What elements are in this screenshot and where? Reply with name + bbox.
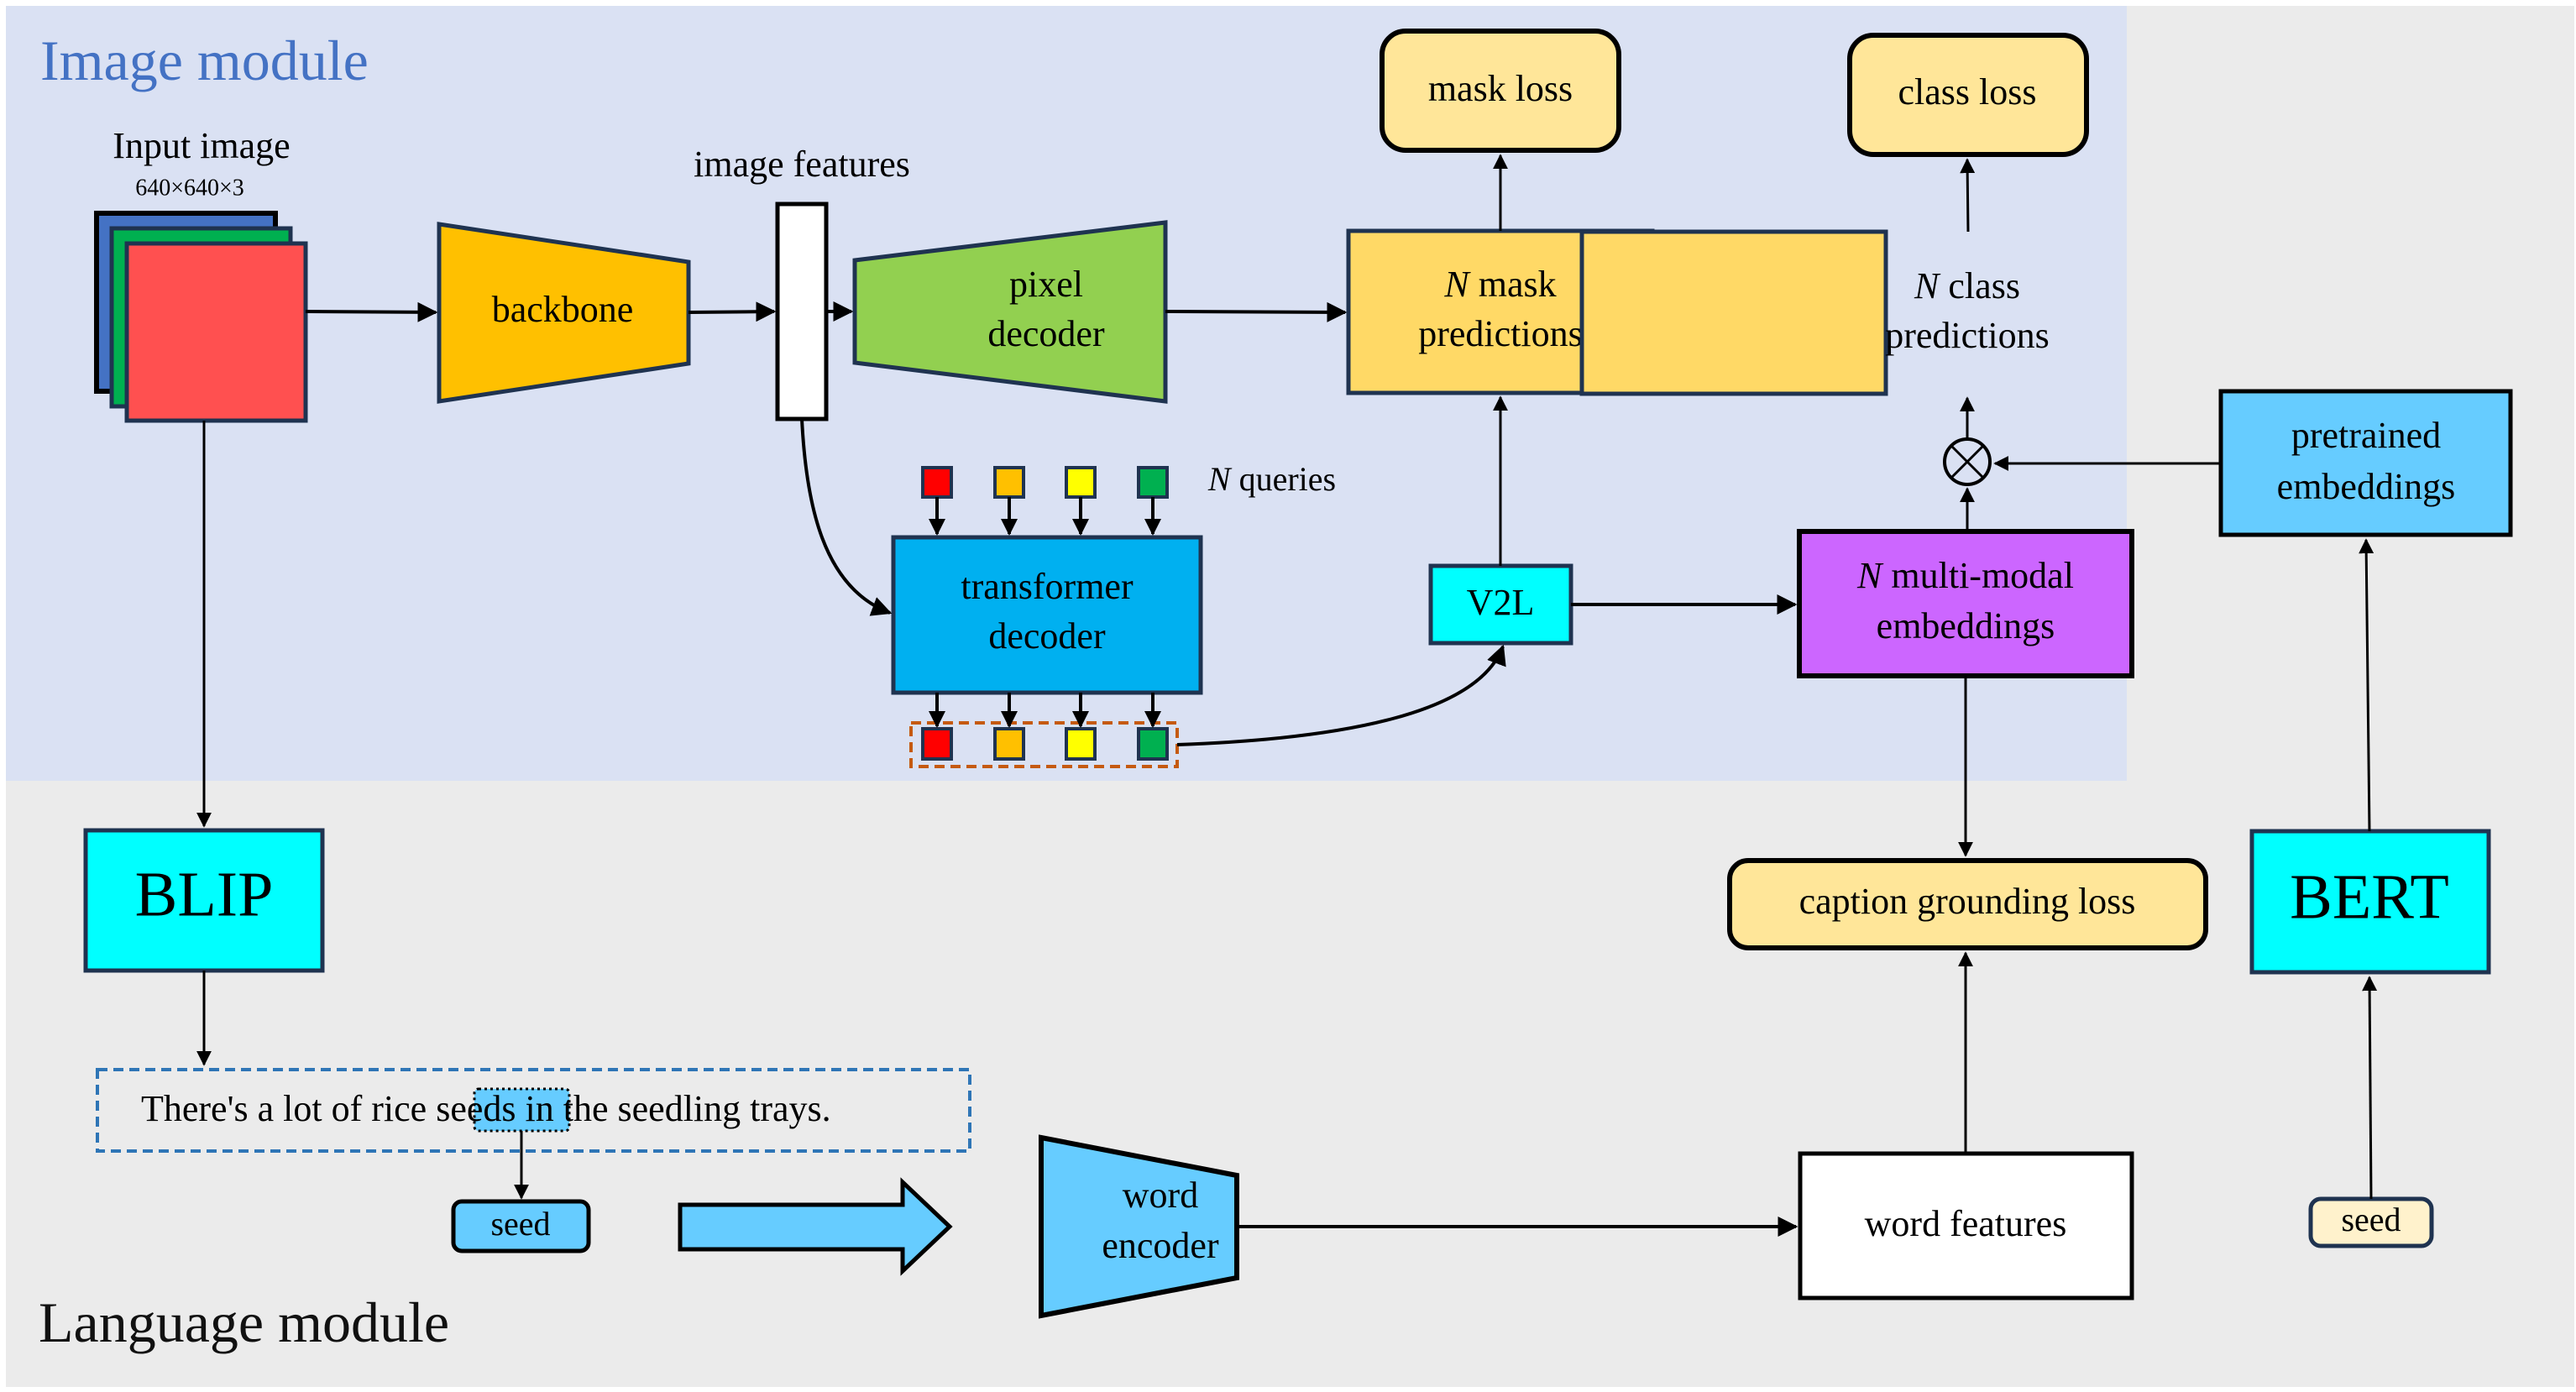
queries-label: N queries (1207, 460, 1336, 498)
arrow-seed-to-bert (2362, 976, 2378, 1200)
pretrained-label-1: pretrained (2291, 415, 2441, 456)
arrow-input-to-backbone (305, 301, 438, 322)
mask-predictions-label-1: N mask (1443, 264, 1556, 305)
multimodal-embeddings-block (1797, 529, 2134, 678)
arrow-features-to-transformer (800, 418, 893, 616)
backbone-label: backbone (492, 289, 634, 330)
class-predictions-block (1579, 229, 1888, 396)
arrow-queries-to-v2l (1176, 644, 1506, 746)
input-image-size: 640×640×3 (135, 175, 244, 201)
product-node (1943, 437, 1992, 486)
image-features-label: image features (694, 144, 910, 185)
class-predictions-label-1: N class (1914, 265, 2020, 306)
mask-loss-block (1380, 29, 1621, 153)
v2l-block (1428, 563, 1573, 646)
word-features-block (1798, 1151, 2134, 1300)
caption-grounding-loss-block (1727, 858, 2208, 950)
pixel-decoder-label-1: pixel (1009, 264, 1083, 305)
query-input-2 (993, 466, 1025, 499)
caption-grounding-loss-label: caption grounding loss (1799, 881, 2136, 922)
arrow-backbone-to-features (688, 301, 777, 322)
input-image-stack (94, 211, 308, 423)
query-input-3 (1065, 466, 1097, 499)
multimodal-label-1: N multi-modal (1856, 555, 2074, 596)
caption-box (96, 1068, 971, 1153)
flow-arrow-icon (678, 1177, 953, 1276)
pixel-decoder-block (852, 220, 1168, 404)
v2l-label: V2L (1467, 582, 1535, 623)
word-encoder-block (1039, 1134, 1239, 1319)
pretrained-label-2: embeddings (2277, 466, 2456, 507)
word-encoder-label-2: encoder (1102, 1225, 1219, 1266)
query-output-1 (921, 727, 953, 761)
caption-highlight (473, 1087, 571, 1133)
mask-predictions-label-2: predictions (1418, 313, 1583, 354)
word-encoder-label-1: word (1123, 1175, 1198, 1216)
bert-seed-token-label: seed (2341, 1201, 2401, 1238)
bert-block (2249, 829, 2491, 975)
seed-token-label: seed (490, 1205, 550, 1243)
arrow-pixel-decoder-to-mask (1165, 301, 1348, 322)
word-features-label: word features (1865, 1203, 2067, 1244)
query-input-4 (1137, 466, 1169, 499)
class-loss-label: class loss (1898, 71, 2037, 113)
bert-label: BERT (2290, 861, 2449, 932)
product-cross-2 (1950, 444, 1985, 479)
pretrained-embeddings-block (2218, 389, 2513, 537)
channel-red (124, 241, 308, 423)
arrow-bert-to-pretrained (2359, 538, 2374, 832)
transformer-decoder-label-1: transformer (961, 566, 1134, 607)
query-output-3 (1065, 727, 1097, 761)
query-input-1 (921, 466, 953, 499)
mask-loss-label: mask loss (1428, 68, 1573, 109)
blip-label: BLIP (135, 859, 274, 929)
input-queries (921, 466, 1169, 536)
backbone-block (437, 222, 691, 404)
query-output-4 (1137, 727, 1169, 761)
transformer-decoder-block (891, 535, 1203, 695)
class-predictions-label-2: predictions (1885, 315, 2050, 356)
output-queries (921, 693, 1169, 761)
language-module-title: Language module (39, 1290, 449, 1354)
arrow-class-pred-to-loss (1960, 158, 1976, 233)
pixel-decoder-label-2: decoder (987, 313, 1105, 354)
caption-text: There's a lot of rice seeds in the seedl… (141, 1088, 831, 1129)
multimodal-label-2: embeddings (1877, 605, 2055, 646)
input-image-label: Input image (113, 125, 290, 166)
image-module-title: Image module (40, 29, 369, 92)
image-features-block (775, 201, 829, 421)
transformer-decoder-label-2: decoder (988, 615, 1106, 657)
class-loss-block (1847, 33, 2089, 157)
seed-token (451, 1199, 591, 1253)
query-output-2 (993, 727, 1025, 761)
